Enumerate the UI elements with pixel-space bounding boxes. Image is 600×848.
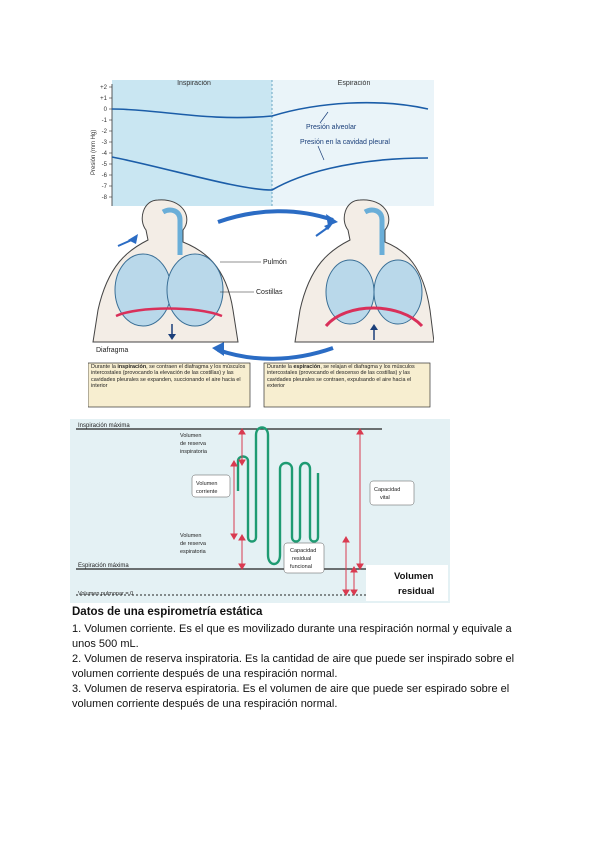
paragraph-item-3: 3. Volumen de reserva espiratoria. Es el… <box>72 682 532 712</box>
y-tick: -6 <box>102 173 108 179</box>
inspiration-caption: Durante la inspiración, se contraen el d… <box>91 364 248 390</box>
spirometry-figure: Inspiración máxima Espiración máxima Vol… <box>70 419 450 603</box>
y-tick: -3 <box>102 140 108 146</box>
alveolar-label: Presión alveolar <box>306 124 357 131</box>
phase-inspiration: Inspiración <box>177 80 211 87</box>
lung-label: Pulmón <box>263 259 287 266</box>
max-inspiration-label: Inspiración máxima <box>78 423 130 429</box>
max-expiration-label: Espiración máxima <box>78 563 129 569</box>
y-tick: -4 <box>102 151 108 157</box>
section-heading: Datos de una espirometría estática <box>72 606 262 618</box>
y-tick: -5 <box>102 162 108 168</box>
respiration-figure: +2 +1 0 -1 -2 -3 -4 -5 -6 -7 -8 Presión … <box>88 80 434 410</box>
ribs-label: Costillas <box>256 289 283 296</box>
paragraph-item-2: 2. Volumen de reserva inspiratoria. Es l… <box>72 652 532 682</box>
y-tick: -7 <box>102 184 108 190</box>
y-tick: -8 <box>102 195 108 201</box>
inspiration-torso <box>93 200 238 342</box>
expiration-torso <box>295 200 434 342</box>
respiration-illustration: +2 +1 0 -1 -2 -3 -4 -5 -6 -7 -8 Presión … <box>88 80 434 410</box>
zero-volume-label: Volumen pulmonar = 0 <box>78 591 133 597</box>
y-tick: -2 <box>102 129 108 135</box>
phase-expiration: Espiración <box>338 80 371 87</box>
diaphragm-label: Diafragma <box>96 347 128 354</box>
y-tick: 0 <box>104 107 108 113</box>
y-tick: -1 <box>102 118 108 124</box>
y-axis-label: Presión (mm Hg) <box>91 130 97 175</box>
paragraph-item-1: 1. Volumen corriente. Es el que es movil… <box>72 622 532 652</box>
pleural-label: Presión en la cavidad pleural <box>300 139 390 146</box>
y-tick: +2 <box>100 85 108 91</box>
expiration-caption: Durante la espiración, se relajan el dia… <box>267 364 427 390</box>
spirometry-diagram: Inspiración máxima Espiración máxima Vol… <box>70 419 450 603</box>
y-tick: +1 <box>100 96 108 102</box>
